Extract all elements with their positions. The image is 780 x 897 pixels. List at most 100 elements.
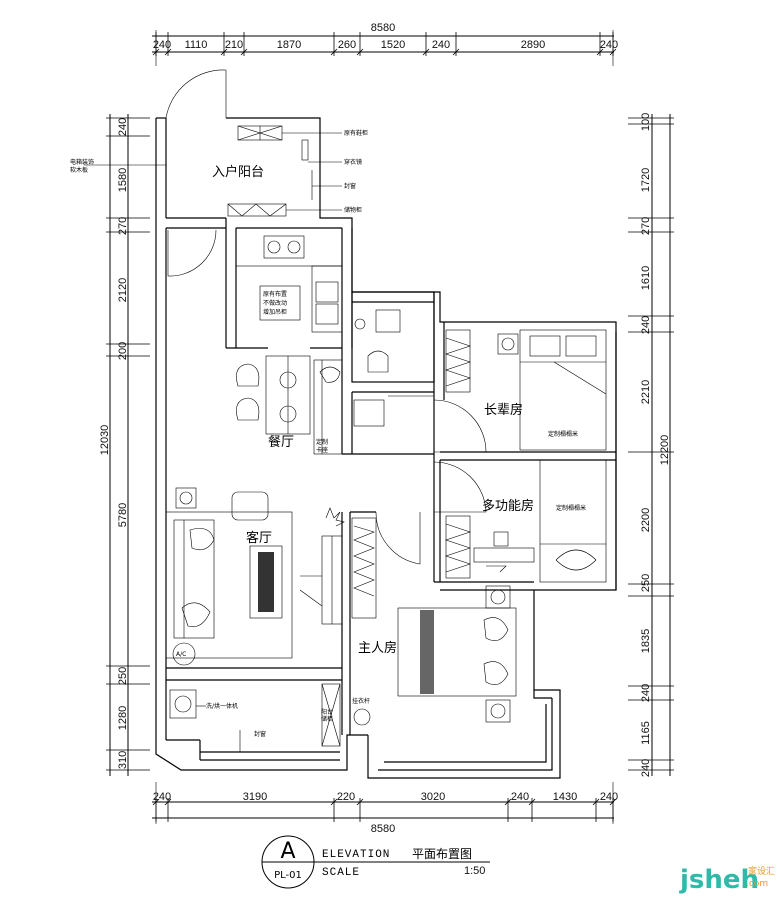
top-dim-2: 1110 — [185, 39, 208, 51]
laundry-balcony — [169, 683, 341, 752]
top-tick-slash — [220, 48, 228, 56]
top-dim-5: 260 — [338, 39, 356, 51]
note-tatami-1: 定制榻榻米 — [548, 430, 578, 438]
note-decor-board-2: 软木板 — [70, 166, 88, 174]
top-dim-8: 2890 — [521, 39, 545, 51]
watermark-brand: jsheh — [679, 865, 759, 895]
right-dim-2: 1720 — [640, 168, 652, 192]
left-dim-3: 270 — [117, 217, 129, 235]
note-wardrobe-rod: 挂衣杆 — [352, 697, 370, 705]
watermark-logo: jsheh .com 家设汇 — [679, 865, 775, 895]
bottom-dim-7: 240 — [600, 791, 618, 803]
right-dim-10: 240 — [640, 684, 652, 702]
title-scale-value: 1:50 — [464, 865, 485, 877]
note-kitchen-3: 增加吊柜 — [263, 308, 287, 316]
top-dim-7: 240 — [432, 39, 450, 51]
top-tick-slash — [152, 48, 160, 56]
left-dim-1: 240 — [117, 118, 129, 136]
top-tick-slash — [609, 48, 617, 56]
top-tick-slash — [330, 48, 338, 56]
title-elevation: ELEVATION — [322, 849, 390, 861]
right-dim-7: 2200 — [640, 508, 652, 532]
watermark-tag: 家设汇 — [748, 865, 775, 877]
note-mirror: 穿衣镜 — [344, 158, 362, 166]
elder-room-furniture — [445, 329, 607, 451]
top-tick-slash — [422, 48, 430, 56]
note-window-sealed-2: 封窗 — [254, 730, 266, 738]
title-scale-label: SCALE — [322, 867, 360, 879]
dining-set — [236, 355, 343, 455]
note-ac-unit: A/C — [176, 651, 186, 658]
left-total-dim: 12030 — [99, 425, 111, 456]
interior-walls — [165, 217, 616, 761]
bottom-tick-slash — [504, 798, 512, 806]
bottom-tick-slash — [528, 798, 536, 806]
mirror — [301, 139, 313, 200]
top-total-dim: 8580 — [371, 22, 395, 34]
room-label-multi: 多功能房 — [482, 498, 534, 514]
top-tick-slash — [240, 48, 248, 56]
room-label-entry-balcony: 入户阳台 — [212, 164, 264, 180]
right-dim-6: 2210 — [640, 380, 652, 404]
left-dimension-chain: 12030 240 1580 270 2120 200 5780 250 128… — [99, 114, 150, 776]
top-dim-3: 210 — [225, 39, 243, 51]
right-dim-9: 1835 — [640, 629, 652, 653]
door-swings — [165, 69, 487, 565]
room-label-living: 客厅 — [246, 530, 272, 546]
living-room-furniture — [165, 487, 345, 666]
note-window-sealed: 封窗 — [344, 182, 356, 190]
left-dim-7: 250 — [117, 667, 129, 685]
bottom-tick-slash — [164, 798, 172, 806]
multi-room-furniture — [445, 459, 607, 583]
title-cn: 平面布置图 — [412, 847, 472, 861]
bathroom-fixtures — [353, 309, 434, 427]
left-dim-8: 1280 — [117, 706, 129, 730]
top-dim-4: 1870 — [277, 39, 301, 51]
top-tick-slash — [356, 48, 364, 56]
note-washer: 洗/烘一体机 — [206, 702, 238, 710]
left-dim-6: 5780 — [117, 503, 129, 527]
note-cabinet-original: 原有鞋柜 — [344, 129, 368, 137]
bottom-dim-5: 240 — [511, 791, 529, 803]
bottom-total-dim: 8580 — [371, 823, 395, 835]
note-decor-board-1: 电箱装饰 — [70, 158, 94, 166]
bottom-tick-slash — [592, 798, 600, 806]
bottom-dim-2: 3190 — [243, 791, 267, 803]
bottom-tick-slash — [356, 798, 364, 806]
top-dimension-chain: 8580 240 1110 210 1870 260 1520 240 2890… — [152, 22, 618, 66]
left-dim-2: 1580 — [117, 168, 129, 192]
right-dim-12: 240 — [640, 759, 652, 777]
title-block: A PL-01 ELEVATION SCALE 平面布置图 1:50 — [261, 835, 490, 889]
top-dim-6: 1520 — [381, 39, 405, 51]
note-kitchen-2: 不做改动 — [263, 299, 287, 307]
title-letter: A — [280, 839, 295, 864]
title-sheet: PL-01 — [274, 870, 302, 881]
right-dim-8: 250 — [640, 574, 652, 592]
room-label-elder: 长辈房 — [484, 402, 523, 418]
kitchen — [235, 227, 343, 333]
right-dim-1: 100 — [640, 113, 652, 131]
note-storage-cabinet: 储物柜 — [344, 206, 362, 214]
note-kitchen-1: 原有布置 — [263, 290, 287, 298]
bottom-dim-4: 3020 — [421, 791, 445, 803]
storage-cabinet — [227, 203, 287, 217]
bottom-dimension-chain: 240 3190 220 3020 240 1430 240 8580 — [152, 782, 618, 835]
note-custom-cabinet-1: 定制 — [316, 438, 328, 446]
right-total-dim: 12200 — [659, 435, 671, 466]
right-dimension-chain: 100 1720 270 1610 240 2210 2200 250 1835… — [628, 113, 674, 777]
bottom-dim-6: 1430 — [553, 791, 577, 803]
shoe-cabinet — [237, 125, 283, 141]
bottom-tick-slash — [330, 798, 338, 806]
right-dim-3: 270 — [640, 217, 652, 235]
master-room-furniture — [351, 517, 517, 726]
room-label-dining: 餐厅 — [268, 434, 294, 450]
note-tatami-2: 定制榻榻米 — [556, 504, 586, 512]
leader-lines — [84, 132, 342, 707]
left-dim-9: 310 — [117, 751, 129, 769]
top-tick-slash — [164, 48, 172, 56]
right-dim-11: 1165 — [640, 721, 652, 745]
top-tick-slash — [452, 48, 460, 56]
left-dim-4: 2120 — [117, 278, 129, 302]
right-dim-4: 1610 — [640, 266, 652, 290]
top-dim-9: 240 — [600, 39, 618, 51]
